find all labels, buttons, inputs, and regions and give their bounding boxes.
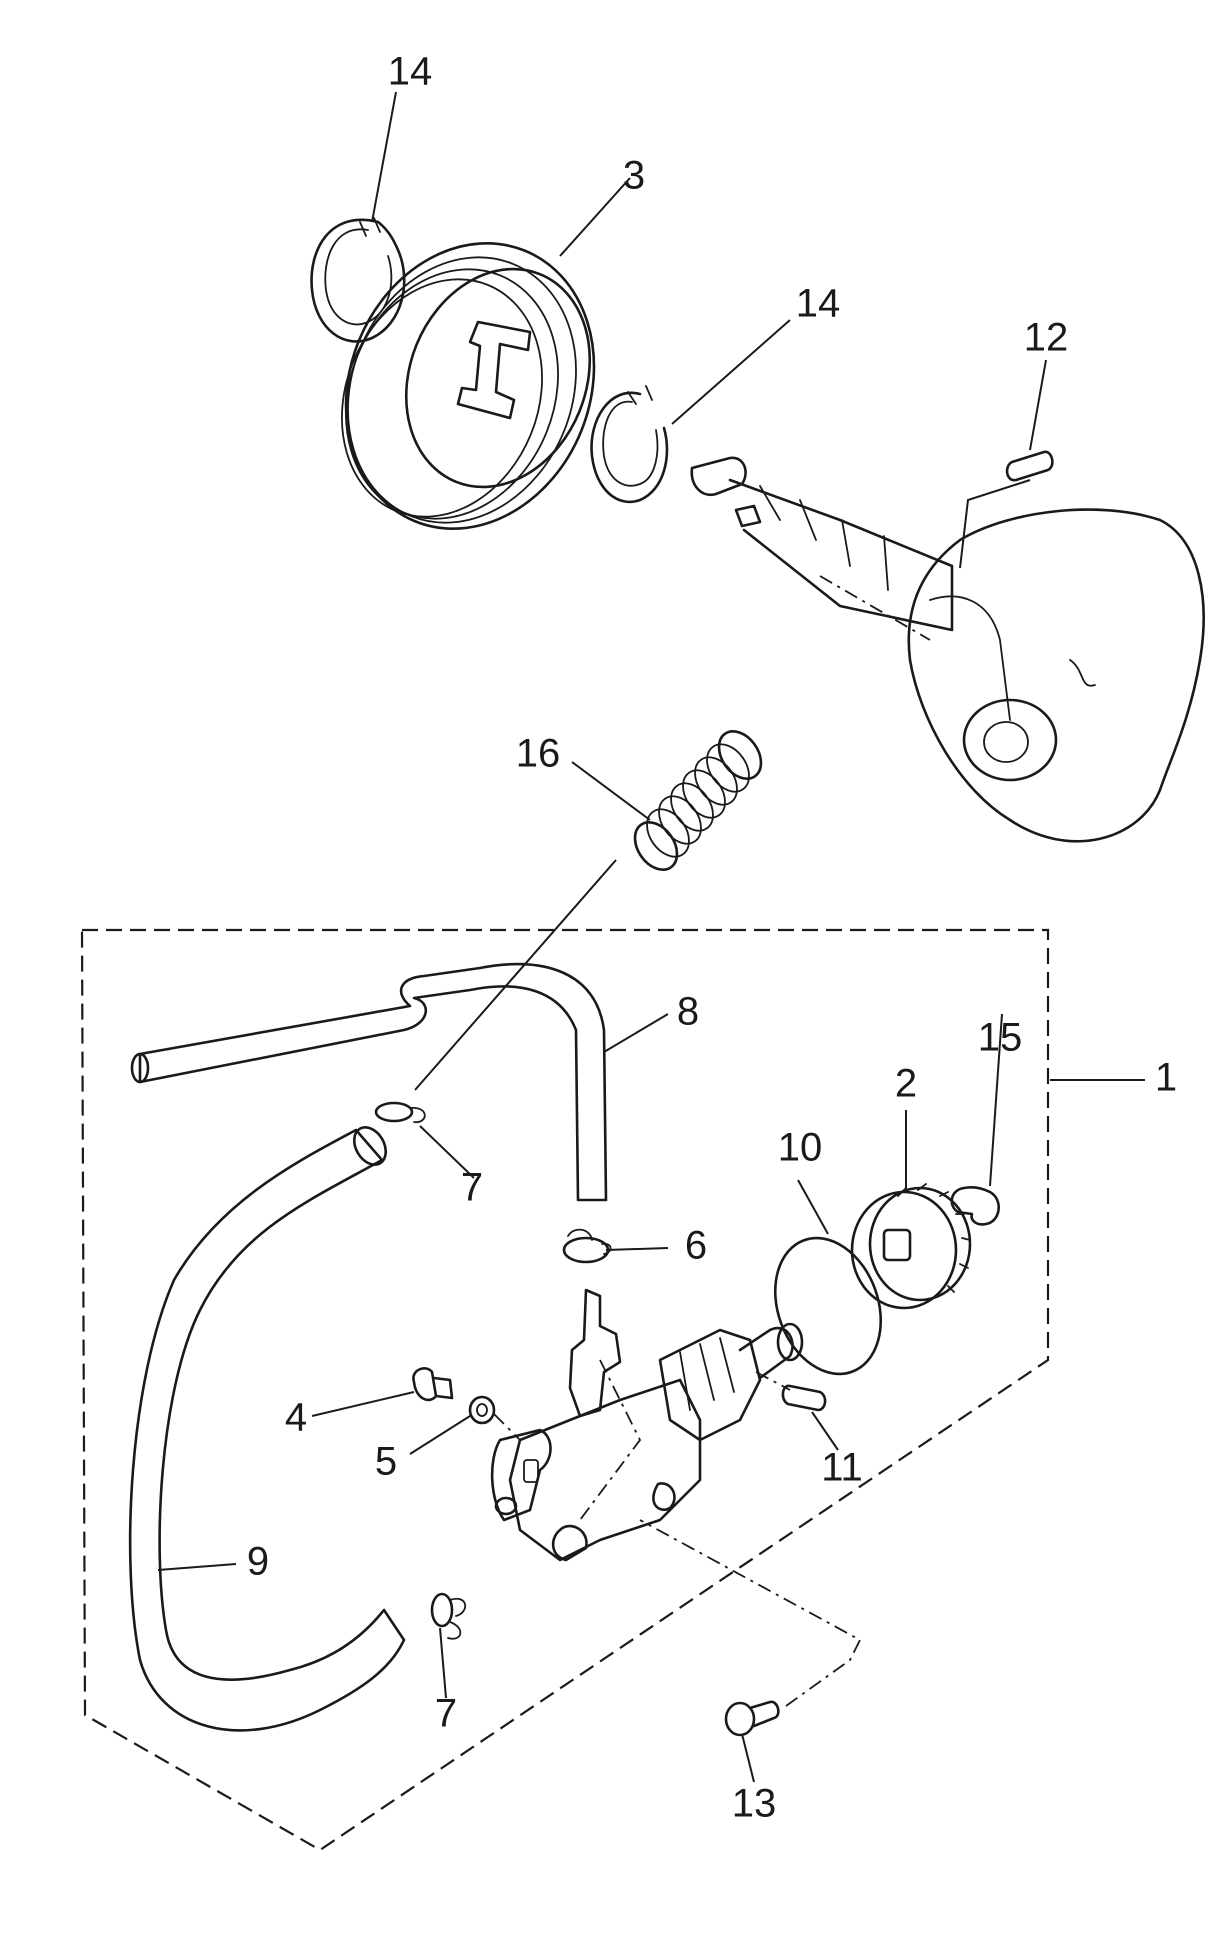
callout-14: 14 <box>796 282 841 326</box>
hose-clamp-icon <box>430 1592 466 1640</box>
pulley-icon <box>341 242 596 530</box>
callout-1: 1 <box>1155 1056 1177 1100</box>
washer-icon <box>468 1395 496 1425</box>
hose-icon <box>130 962 608 1202</box>
callout-8: 8 <box>677 990 699 1034</box>
callout-3: 3 <box>623 154 645 198</box>
snap-ring-icon <box>590 385 669 504</box>
snap-ring-icon <box>310 217 406 343</box>
crankshaft-housing <box>690 456 1205 843</box>
callout-16: 16 <box>516 732 561 776</box>
pin-icon <box>781 1384 827 1412</box>
spring-icon <box>633 730 763 871</box>
callout-13: 13 <box>732 1782 777 1826</box>
callout-9: 9 <box>247 1540 269 1584</box>
gear-icon <box>850 1183 972 1310</box>
callout-2: 2 <box>895 1062 917 1106</box>
callout-6: 6 <box>685 1224 707 1268</box>
clip-icon <box>950 1185 1000 1226</box>
callout-5: 5 <box>375 1440 397 1484</box>
callout-4: 4 <box>285 1396 307 1440</box>
screw-icon <box>412 1367 454 1402</box>
oil-pump-assembly-icon <box>490 1288 804 1562</box>
hose-clamp-icon <box>562 1228 612 1264</box>
assembly-1-boundary <box>80 928 1050 1852</box>
callout-7: 7 <box>435 1692 457 1736</box>
gasket-icon <box>773 1236 883 1376</box>
callout-14: 14 <box>388 50 433 94</box>
callout-11: 11 <box>821 1446 863 1490</box>
callout-10: 10 <box>778 1126 823 1170</box>
hose-clamp-icon <box>374 1101 426 1123</box>
callout-12: 12 <box>1024 316 1069 360</box>
hose-icon <box>128 1126 406 1732</box>
pin-icon <box>1005 450 1054 482</box>
callout-15: 15 <box>978 1016 1023 1060</box>
callout-7: 7 <box>461 1166 483 1210</box>
screw-icon <box>724 1700 780 1737</box>
